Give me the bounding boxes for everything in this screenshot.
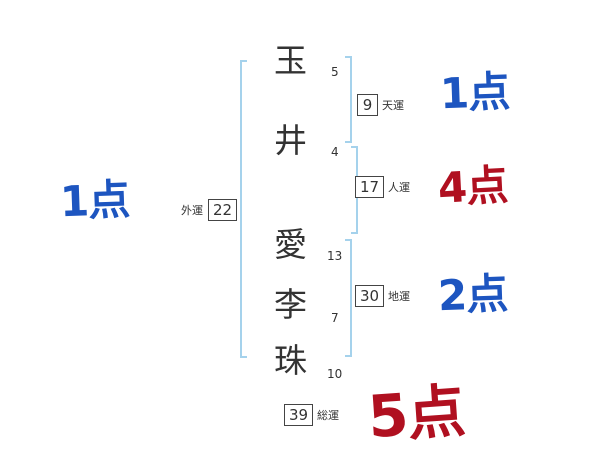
- name-char-5: 珠: [274, 341, 307, 380]
- soun-label: 総運: [317, 409, 339, 422]
- jinun-value-box: 17: [355, 176, 384, 198]
- bracket-tenun: [345, 56, 352, 143]
- name-char-4: 李: [274, 285, 307, 324]
- name-char-3: 愛: [274, 225, 307, 264]
- stroke-count-4: 7: [331, 311, 339, 325]
- tenun-value-box: 9: [357, 94, 378, 116]
- soun-value-box: 39: [284, 404, 313, 426]
- stroke-count-2: 4: [331, 145, 339, 159]
- gaiun-score: 1点: [59, 174, 131, 227]
- soun-score: 5点: [365, 376, 467, 452]
- stroke-count-1: 5: [331, 65, 339, 79]
- name-char-1: 玉: [274, 41, 307, 80]
- bracket-chiun: [345, 239, 352, 357]
- chiun-value-box: 30: [355, 285, 384, 307]
- jinun-score: 4点: [436, 160, 509, 213]
- gaiun-label: 外運: [181, 204, 203, 217]
- chiun-score: 2点: [437, 268, 509, 321]
- tenun-label: 天運: [382, 99, 404, 112]
- gaiun-value-box: 22: [208, 199, 237, 221]
- stroke-count-3: 13: [327, 249, 343, 263]
- name-char-2: 井: [274, 121, 307, 160]
- tenun-score: 1点: [439, 66, 511, 119]
- stroke-count-5: 10: [327, 367, 343, 381]
- jinun-label: 人運: [388, 181, 410, 194]
- bracket-gaiun: [240, 60, 247, 358]
- chiun-label: 地運: [388, 290, 410, 303]
